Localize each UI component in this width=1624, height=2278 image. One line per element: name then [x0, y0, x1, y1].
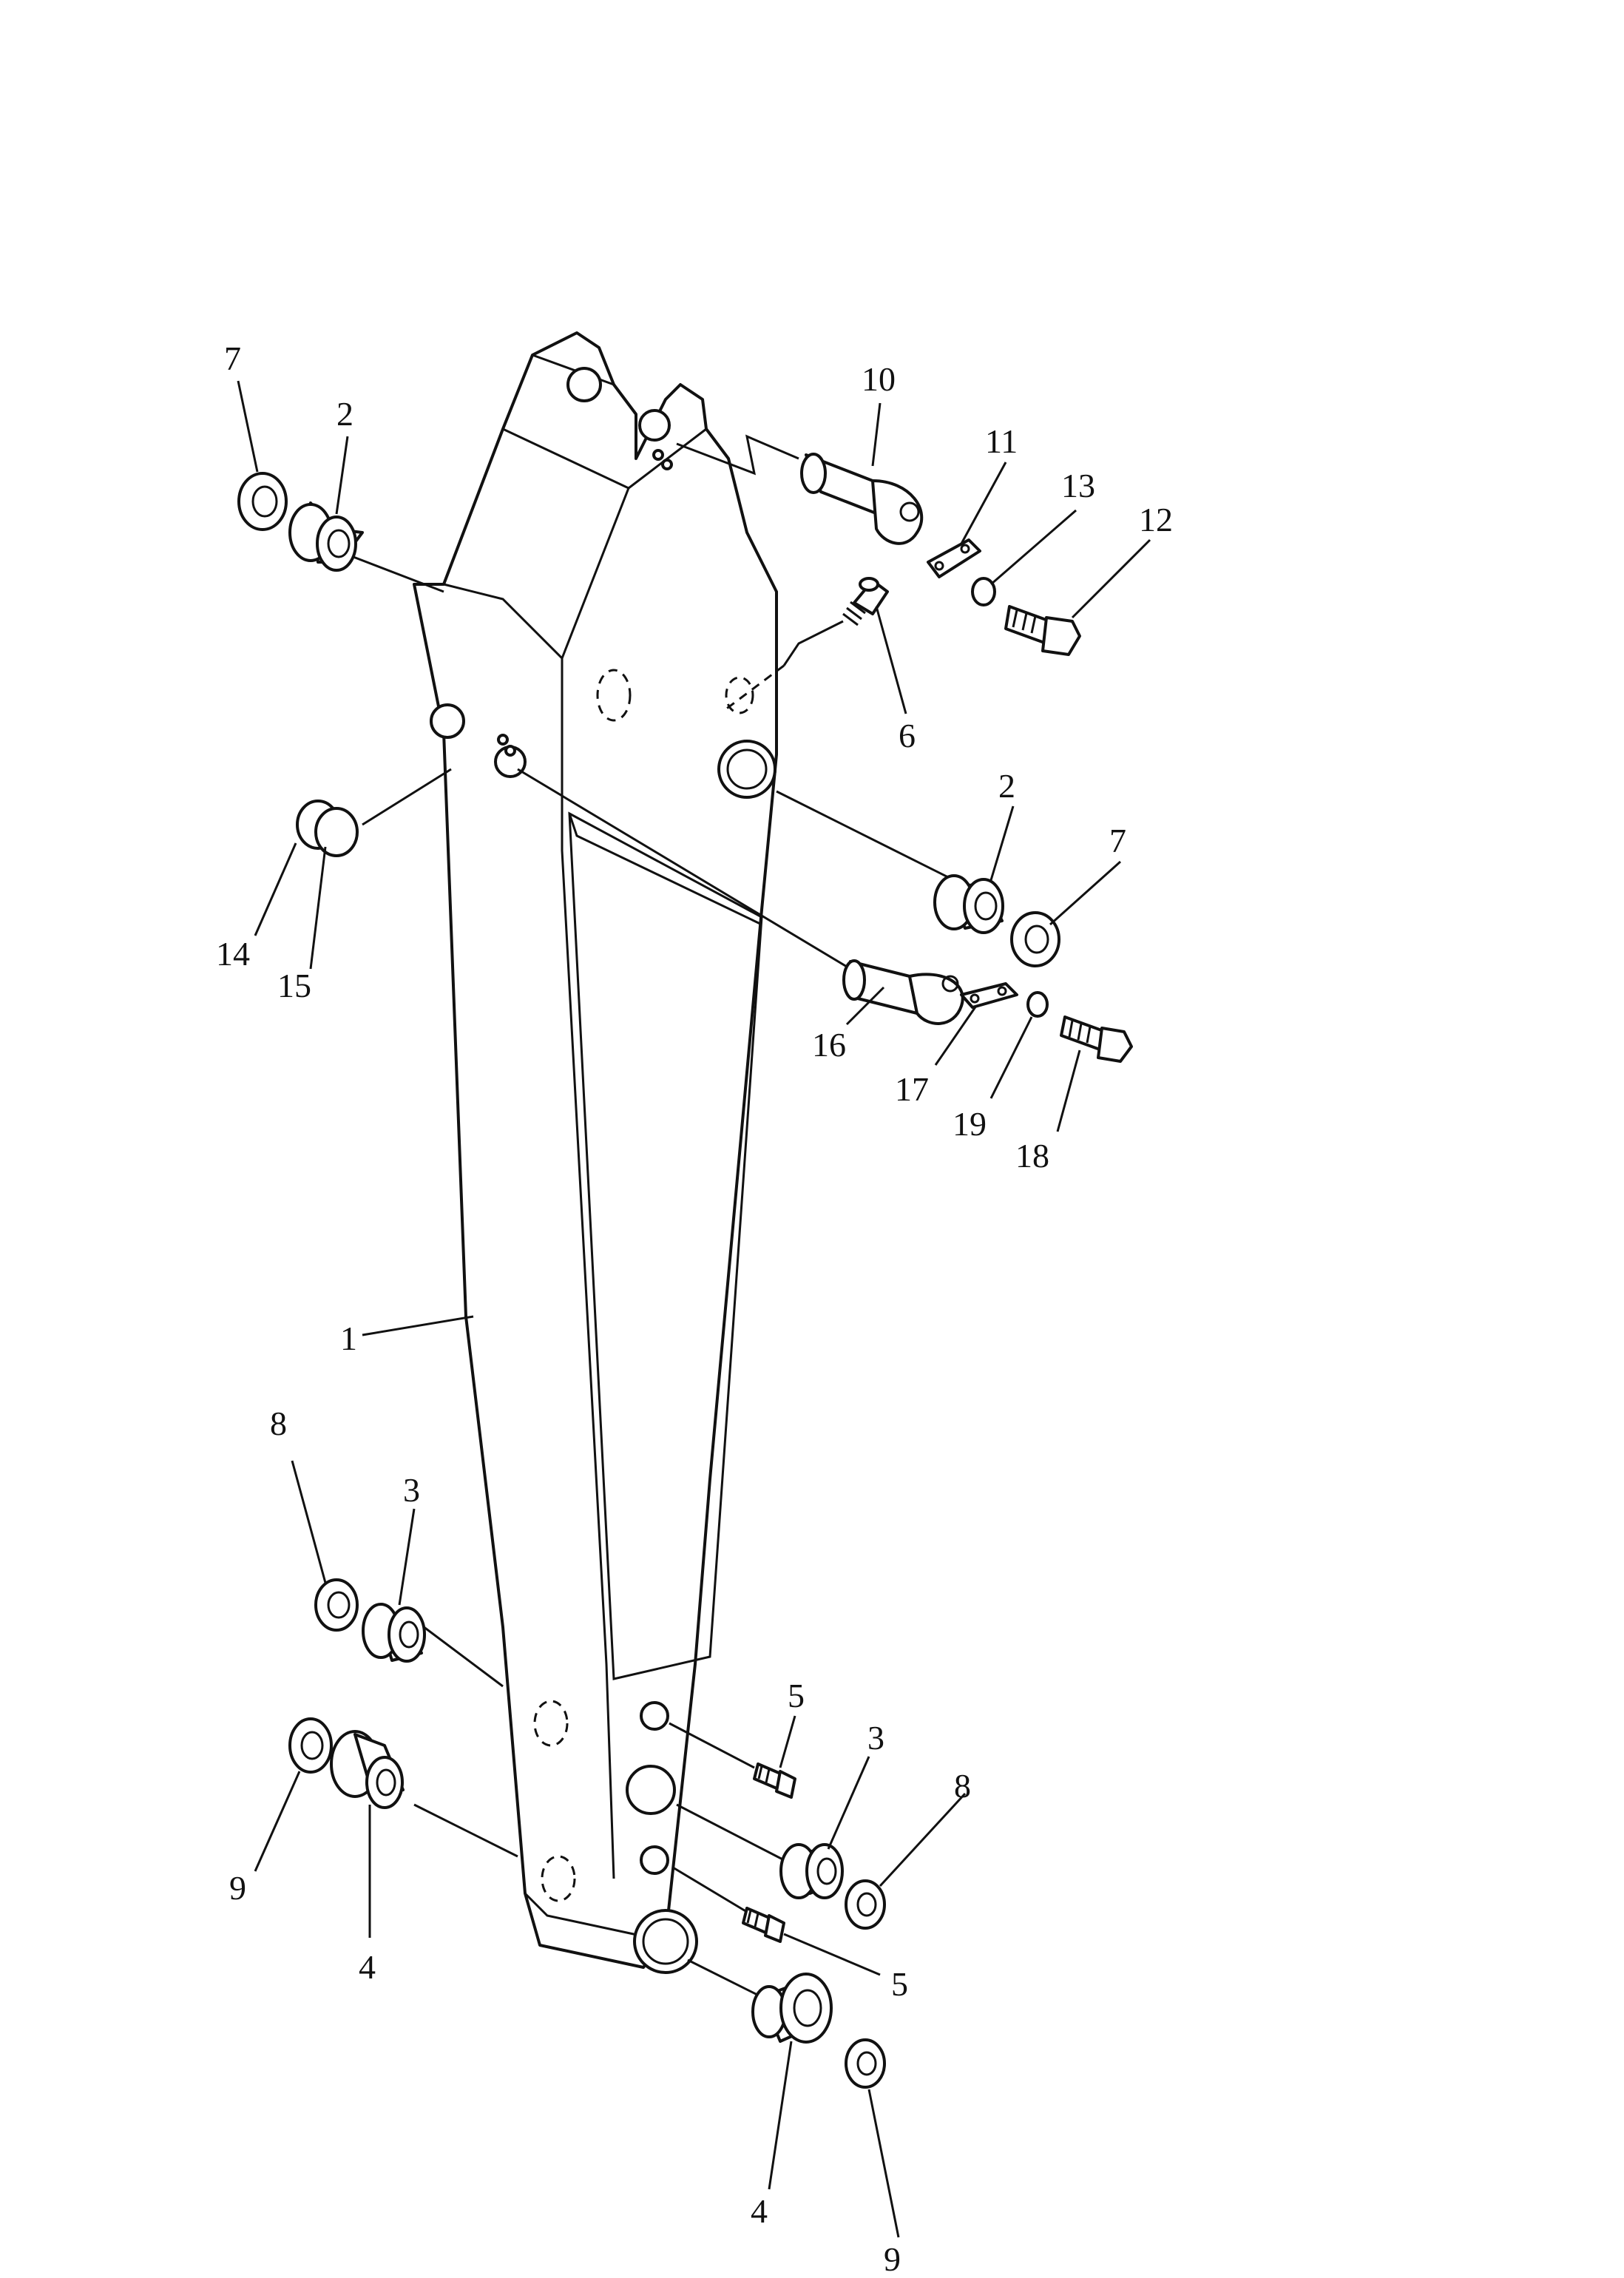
bushing-mid-right	[933, 874, 1004, 934]
dust-seal-lower-right	[845, 1879, 886, 1930]
bolt-mid	[1060, 1015, 1133, 1063]
pin-mid	[842, 959, 964, 1025]
bushing-top-left	[288, 501, 364, 572]
callout-3-left: 3	[403, 1471, 420, 1509]
callout-15: 15	[277, 967, 311, 1004]
grease-fitting-lower-2	[742, 1907, 785, 1943]
flanged-bushing-bottom-left	[330, 1730, 405, 1809]
callout-6: 6	[899, 717, 916, 754]
callout-1: 1	[340, 1319, 357, 1357]
dust-seal-mid-right	[1010, 911, 1060, 967]
arm-inner-panel	[568, 811, 763, 1680]
stud-mid-b	[504, 745, 516, 757]
stud-top-a	[652, 449, 664, 461]
callout-3-right: 3	[867, 1719, 884, 1757]
washer-top	[971, 577, 996, 606]
callout-5-bottom: 5	[891, 1965, 908, 2003]
callout-19: 19	[953, 1105, 987, 1143]
top-boss-hole-left	[566, 367, 602, 402]
callout-4-right: 4	[751, 2192, 768, 2230]
dust-seal-bottom-right	[845, 2038, 886, 2089]
washer-mid	[1026, 991, 1049, 1018]
leader-lines	[237, 380, 1151, 2238]
callout-2-top-left: 2	[336, 395, 353, 433]
dust-seal-top-left	[237, 472, 288, 531]
callout-12: 12	[1139, 501, 1173, 538]
callout-18: 18	[1015, 1137, 1049, 1175]
callout-10: 10	[862, 360, 896, 398]
lower-boss-hole-left	[430, 703, 465, 739]
arm-body	[413, 331, 778, 1974]
callout-labels: 7 2 10 11 13 12 6 2 7 14 15 16 17 19 18 …	[216, 339, 1173, 2278]
hidden-hole-top	[596, 669, 632, 722]
callout-8-right: 8	[954, 1767, 971, 1805]
arm-side-edge	[443, 583, 615, 1879]
callout-9-left: 9	[229, 1869, 246, 1907]
arm-outline	[413, 331, 778, 1969]
callout-4-left: 4	[359, 1948, 376, 1986]
callout-17: 17	[895, 1070, 929, 1108]
callout-11: 11	[985, 422, 1018, 460]
assembly-lines	[347, 434, 955, 1998]
callout-2-mid-right: 2	[998, 767, 1015, 805]
callout-7-top-left: 7	[224, 339, 241, 377]
top-boss-hole-right	[638, 409, 671, 442]
cylinder-boss-inner	[726, 748, 768, 790]
lock-plate-top	[927, 538, 981, 578]
arm-cover-strip	[568, 813, 762, 926]
lock-plate-mid	[960, 982, 1018, 1009]
callout-16: 16	[812, 1026, 846, 1064]
dust-seal-bottom-left	[288, 1717, 333, 1774]
callout-13: 13	[1061, 467, 1095, 504]
stud-mid-a	[497, 734, 509, 746]
hidden-hole-mid	[725, 676, 754, 714]
bucket-link-boss	[626, 1765, 676, 1815]
stud-top-b	[661, 459, 673, 470]
bucket-link-grease-hole-b	[640, 1845, 669, 1875]
shim-15	[314, 807, 359, 857]
bucket-pin-boss-inner	[642, 1918, 689, 1965]
bolt-top	[1004, 605, 1081, 656]
hidden-hole-bottom-a	[533, 1700, 569, 1747]
bushing-lower-right	[779, 1843, 844, 1899]
callout-5-top: 5	[788, 1677, 805, 1714]
pin-top	[800, 453, 924, 545]
arm-bottom-edge	[524, 1892, 652, 1939]
dust-seal-lower-left	[314, 1578, 359, 1632]
flanged-bushing-bottom-right	[751, 1973, 833, 2044]
bucket-link-grease-hole-a	[640, 1701, 669, 1731]
callout-8-left: 8	[270, 1405, 287, 1442]
callout-7-mid-right: 7	[1109, 822, 1126, 859]
grease-fitting-top	[842, 577, 889, 626]
hidden-hole-bottom-b	[541, 1855, 576, 1902]
bushing-lower-left	[362, 1603, 426, 1663]
callout-14: 14	[216, 935, 250, 973]
callout-9-right: 9	[884, 2240, 901, 2278]
grease-fitting-lower-1	[753, 1762, 796, 1799]
